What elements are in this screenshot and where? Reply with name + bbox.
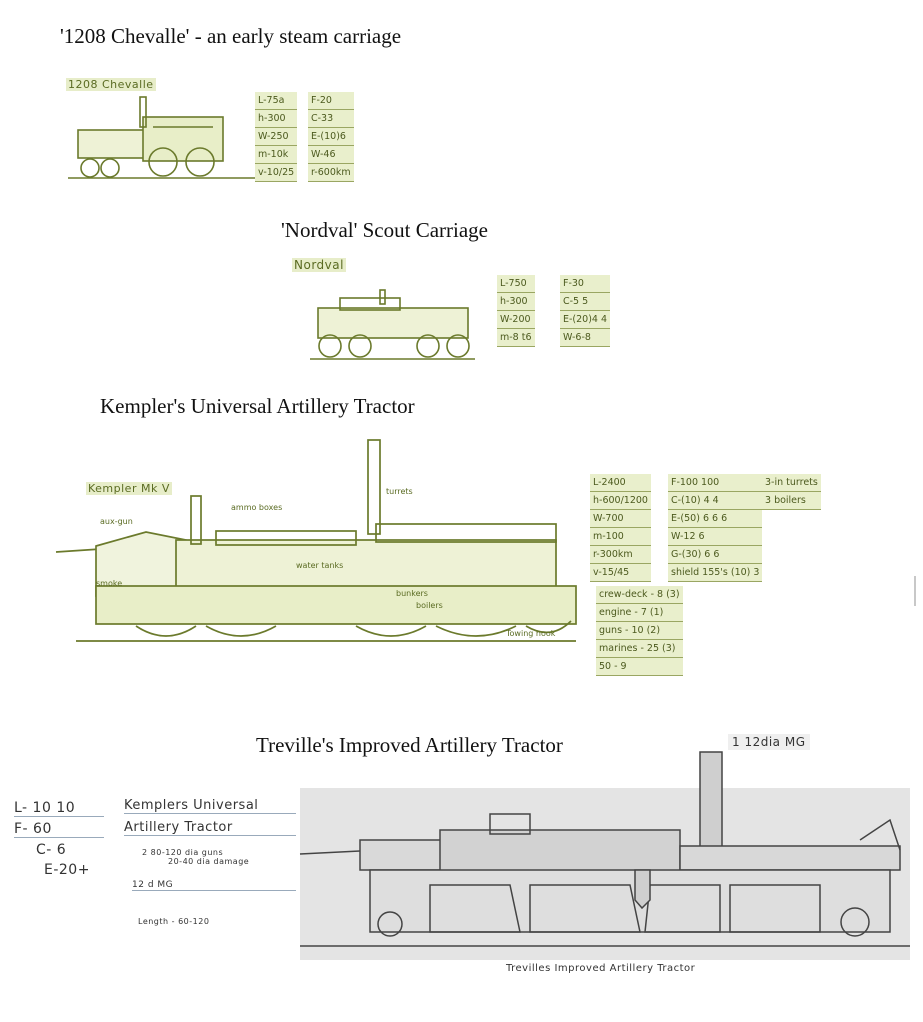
spec-line: shield 155's (10) 3 bbox=[668, 564, 763, 582]
treville-notes-left: L- 10 10 F- 60 C- 6 E-20+ bbox=[14, 800, 104, 878]
spec-line: E-(10)6 bbox=[308, 128, 354, 146]
spec-line: 50 - 9 bbox=[596, 658, 683, 676]
nordval-sketch bbox=[310, 289, 475, 360]
note-line: E-20+ bbox=[44, 862, 90, 878]
spec-line: W-200 bbox=[497, 311, 535, 329]
spec-line: W-250 bbox=[255, 128, 298, 146]
section-title-nordval: 'Nordval' Scout Carriage bbox=[281, 218, 489, 242]
spec-line: F-20 bbox=[308, 92, 354, 110]
annotation-text: turrets bbox=[386, 487, 413, 496]
note-line: C- 6 bbox=[36, 842, 67, 858]
sketch-label-nordval: Nordval bbox=[292, 258, 346, 272]
note-line: F- 60 bbox=[14, 821, 104, 838]
spec-line: 3-in turrets bbox=[762, 474, 821, 492]
spec-line: r-300km bbox=[590, 546, 651, 564]
spec-line: guns - 10 (2) bbox=[596, 622, 683, 640]
card-line: 2 80-120 dia guns bbox=[142, 848, 224, 857]
annotation-text: water tanks bbox=[296, 561, 343, 570]
chevalle-specs-left: L-75a h-300 W-250 m-10k v-10/25 bbox=[255, 92, 298, 182]
spec-line: F-100 100 bbox=[668, 474, 763, 492]
spec-line: E-(50) 6 6 6 bbox=[668, 510, 763, 528]
spec-line: crew-deck - 8 (3) bbox=[596, 586, 683, 604]
spec-line: 3 boilers bbox=[762, 492, 821, 510]
spec-line: L-75a bbox=[255, 92, 298, 110]
card-title-line: Artillery Tractor bbox=[124, 820, 296, 836]
spec-line: E-(20)4 4 bbox=[560, 311, 611, 329]
spec-line: C-5 5 bbox=[560, 293, 611, 311]
spec-line: L-2400 bbox=[590, 474, 651, 492]
spec-line: engine - 7 (1) bbox=[596, 604, 683, 622]
spec-line: m-8 t6 bbox=[497, 329, 535, 347]
spec-line: W-12 6 bbox=[668, 528, 763, 546]
kempler-specs-far: 3-in turrets 3 boilers bbox=[762, 474, 821, 510]
treville-top-note: 1 12dia MG bbox=[728, 734, 810, 750]
card-line: Length - 60-120 bbox=[138, 917, 210, 926]
note-line: L- 10 10 bbox=[14, 800, 104, 817]
section-title-kempler: Kempler's Universal Artillery Tractor bbox=[100, 394, 415, 418]
card-line: 12 d MG bbox=[132, 880, 296, 891]
sketch-label-kempler: Kempler Mk V bbox=[86, 482, 172, 495]
chevalle-specs-right: F-20 C-33 E-(10)6 W-46 r-600km bbox=[308, 92, 354, 182]
spec-line: W-46 bbox=[308, 146, 354, 164]
spec-line: C-33 bbox=[308, 110, 354, 128]
nordval-specs-left: L-750 h-300 W-200 m-8 t6 bbox=[497, 275, 535, 347]
kempler-specs-left: L-2400 h-600/1200 W-700 m-100 r-300km v-… bbox=[590, 474, 651, 582]
edge-mark bbox=[914, 576, 916, 606]
annotation-text: aux-gun bbox=[100, 517, 133, 526]
spec-line: L-750 bbox=[497, 275, 535, 293]
spec-line: F-30 bbox=[560, 275, 611, 293]
treville-caption: Trevilles Improved Artillery Tractor bbox=[506, 963, 696, 974]
section-title-treville: Treville's Improved Artillery Tractor bbox=[256, 733, 563, 757]
card-title-line: Kemplers Universal bbox=[124, 798, 296, 814]
spec-line: v-15/45 bbox=[590, 564, 651, 582]
kempler-specs-mid: F-100 100 C-(10) 4 4 E-(50) 6 6 6 W-12 6… bbox=[668, 474, 763, 582]
spec-line: W-700 bbox=[590, 510, 651, 528]
spec-line: W-6-8 bbox=[560, 329, 611, 347]
sketch-label-chevalle: 1208 Chevalle bbox=[66, 78, 156, 91]
chevalle-sketch bbox=[68, 96, 256, 179]
spec-line: G-(30) 6 6 bbox=[668, 546, 763, 564]
spec-line: h-300 bbox=[497, 293, 535, 311]
kempler-sketch: aux-gun ammo boxes turrets water tanks s… bbox=[55, 439, 577, 642]
nordval-specs-right: F-30 C-5 5 E-(20)4 4 W-6-8 bbox=[560, 275, 611, 347]
spec-line: v-10/25 bbox=[255, 164, 298, 182]
spec-line: m-100 bbox=[590, 528, 651, 546]
spec-line: marines - 25 (3) bbox=[596, 640, 683, 658]
spec-line: C-(10) 4 4 bbox=[668, 492, 763, 510]
section-title-chevalle: '1208 Chevalle' - an early steam carriag… bbox=[60, 24, 402, 48]
spec-line: h-300 bbox=[255, 110, 298, 128]
spec-line: h-600/1200 bbox=[590, 492, 651, 510]
treville-sketch bbox=[299, 751, 910, 960]
annotation-text: ammo boxes bbox=[231, 503, 282, 512]
annotation-text: smoke bbox=[96, 579, 122, 588]
card-line: 20-40 dia damage bbox=[168, 857, 250, 866]
kempler-crew: crew-deck - 8 (3) engine - 7 (1) guns - … bbox=[596, 586, 683, 676]
treville-notes-card: Kemplers Universal Artillery Tractor 2 8… bbox=[124, 798, 296, 926]
annotation-text: Towing hook bbox=[505, 629, 556, 638]
annotation-text: bunkers bbox=[396, 589, 428, 598]
spec-line: r-600km bbox=[308, 164, 354, 182]
annotation-text: boilers bbox=[416, 601, 443, 610]
spec-line: m-10k bbox=[255, 146, 298, 164]
